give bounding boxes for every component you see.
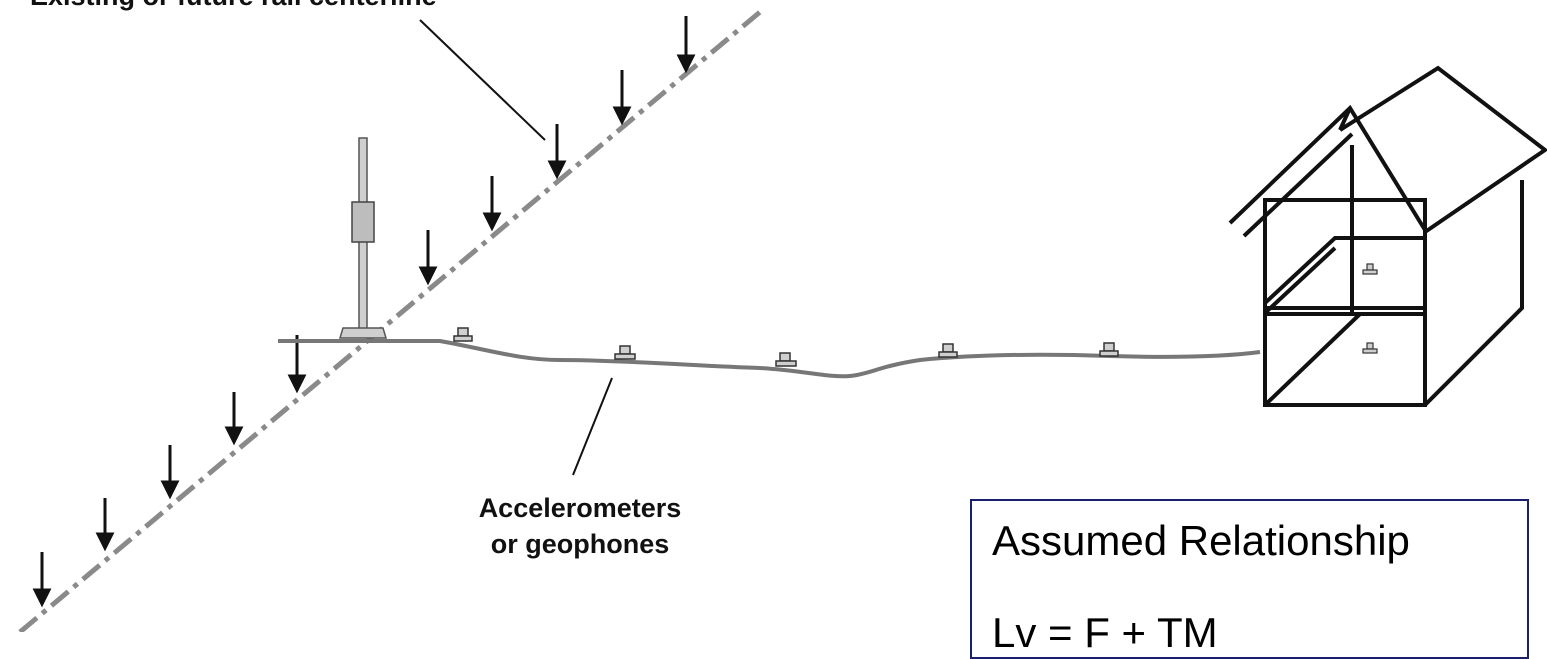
building [1228, 65, 1547, 407]
relationship-box: Assumed Relationship Lv = F + TM [970, 499, 1529, 659]
sensor-1 [453, 327, 473, 342]
centerline-label: Existing or future rail centerline [30, 0, 437, 14]
sensor-leader [572, 377, 613, 476]
sensor-4 [938, 343, 958, 358]
vibration-source [338, 137, 388, 339]
rail-centerline [18, 10, 762, 632]
sensor-5 [1099, 342, 1119, 357]
centerline-leader [419, 19, 546, 141]
relationship-title: Assumed Relationship [992, 517, 1410, 564]
relationship-equation: Lv = F + TM [992, 609, 1218, 656]
building-sensors [1362, 263, 1378, 354]
diagram-canvas [18, 10, 1547, 632]
sensor-2 [614, 345, 636, 360]
sensor-label: Accelerometers or geophones [420, 490, 740, 562]
ground-sensors [453, 327, 1119, 367]
sensor-label-line1: Accelerometers [478, 493, 682, 523]
sensor-label-line2: or geophones [490, 529, 670, 559]
sensor-3 [775, 352, 797, 367]
